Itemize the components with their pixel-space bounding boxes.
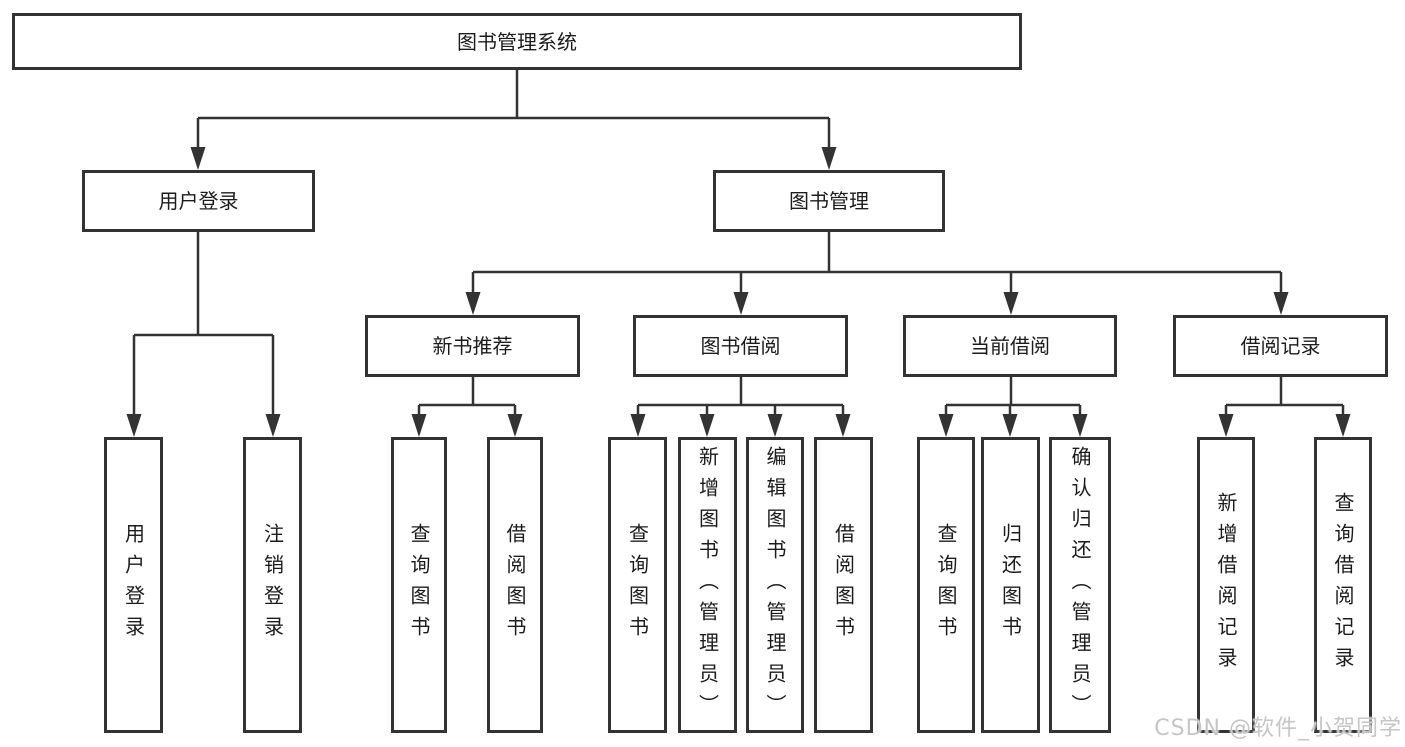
leaf-borrow-book: 借阅图书 [487, 437, 543, 733]
arrowheads [126, 147, 1351, 437]
arrowhead-icon [767, 414, 783, 437]
node-current-borrowing: 当前借阅 [903, 315, 1117, 377]
node-borrowing-records: 借阅记录 [1173, 315, 1388, 377]
leaf-edit-book-admin: 编辑图书（管理员） [746, 437, 804, 733]
arrowhead-icon [733, 292, 749, 315]
node-label: 借阅图书 [503, 523, 527, 647]
arrowhead-icon [938, 414, 954, 437]
leaf-query-borrow-record: 查询借阅记录 [1314, 437, 1372, 733]
node-label: 编辑图书（管理员） [763, 445, 787, 725]
node-label: 查询借阅记录 [1331, 492, 1355, 678]
arrowhead-icon [126, 414, 142, 437]
leaf-add-book-admin: 新增图书（管理员） [678, 437, 737, 733]
node-book-management: 图书管理 [713, 170, 945, 232]
arrowhead-icon [1002, 414, 1018, 437]
arrowhead-icon [507, 414, 523, 437]
node-label: 确认归还（管理员） [1068, 445, 1092, 725]
arrowhead-icon [1273, 292, 1289, 315]
node-label: 新增图书（管理员） [695, 445, 720, 725]
arrowhead-icon [835, 414, 851, 437]
leaf-borrow-book: 借阅图书 [814, 437, 873, 733]
node-label: 图书管理系统 [457, 29, 577, 54]
leaf-query-book: 查询图书 [917, 437, 975, 733]
leaf-query-book: 查询图书 [608, 437, 667, 733]
node-label: 借阅记录 [1240, 334, 1321, 358]
arrowhead-icon [821, 147, 837, 170]
connector-path [132, 70, 1345, 417]
arrowhead-icon [699, 414, 715, 437]
node-label: 用户登录 [121, 523, 146, 647]
arrowhead-icon [630, 414, 646, 437]
leaf-user-login: 用户登录 [104, 437, 163, 733]
leaf-logout: 注销登录 [243, 437, 302, 733]
node-label: 图书管理 [789, 189, 869, 213]
node-label: 借阅图书 [831, 523, 856, 647]
node-label: 图书借阅 [700, 334, 781, 358]
arrowhead-icon [1335, 414, 1351, 437]
node-label: 查询图书 [407, 523, 431, 647]
node-book-borrowing: 图书借阅 [633, 315, 848, 377]
node-library-system: 图书管理系统 [12, 13, 1022, 70]
arrowhead-icon [465, 292, 481, 315]
leaf-add-borrow-record: 新增借阅记录 [1197, 437, 1255, 733]
arrowhead-icon [265, 414, 281, 437]
node-label: 归还图书 [998, 523, 1023, 647]
node-label: 用户登录 [158, 189, 239, 213]
node-label: 查询图书 [934, 523, 958, 647]
arrowhead-icon [1072, 414, 1088, 437]
arrowhead-icon [190, 147, 206, 170]
arrowhead-icon [1003, 292, 1019, 315]
node-label: 当前借阅 [970, 334, 1050, 358]
node-user-login: 用户登录 [82, 170, 315, 232]
node-label: 注销登录 [260, 523, 285, 647]
leaf-confirm-return-admin: 确认归还（管理员） [1049, 437, 1111, 733]
leaf-return-book: 归还图书 [981, 437, 1040, 733]
node-label: 查询图书 [625, 523, 650, 647]
node-new-book-recommendation: 新书推荐 [365, 315, 580, 377]
leaf-query-book: 查询图书 [391, 437, 447, 733]
node-label: 新增借阅记录 [1214, 492, 1238, 678]
arrowhead-icon [411, 414, 427, 437]
arrowhead-icon [1218, 414, 1234, 437]
node-label: 新书推荐 [432, 334, 513, 358]
csdn-watermark: CSDN @软件_小贺同学 [1154, 716, 1402, 741]
